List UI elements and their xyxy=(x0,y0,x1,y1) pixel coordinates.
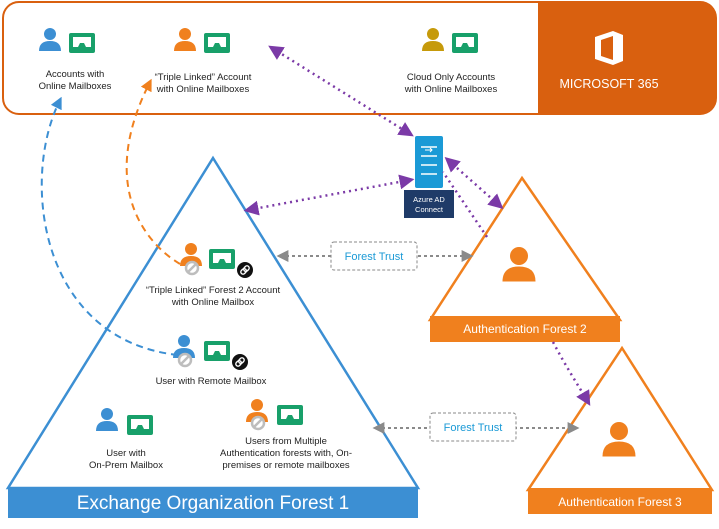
accounts-online-label-2: Online Mailboxes xyxy=(39,81,112,92)
mailbox-icon xyxy=(204,33,230,53)
multi-auth-label-3: premises or remote mailboxes xyxy=(222,460,349,471)
forest-trust-1-box xyxy=(330,241,418,271)
server-icon xyxy=(415,136,443,188)
office-logo-icon xyxy=(595,31,623,65)
forest3-azure-sync-arrow xyxy=(551,341,591,406)
auth-forest-2-triangle xyxy=(427,175,623,322)
cloud-only-group: Cloud Only Accounts with Online Mailboxe… xyxy=(404,28,498,95)
mailbox-icon xyxy=(209,249,235,269)
onprem-group: User with On-Prem Mailbox xyxy=(89,408,163,471)
forest-trust-1-label: Forest Trust xyxy=(345,251,404,263)
link-icon xyxy=(231,353,249,371)
triple-linked-forest2-label-1: “Triple Linked” Forest 2 Account xyxy=(146,285,281,296)
accounts-online-group: Accounts with Online Mailboxes xyxy=(39,28,112,92)
triple-linked-sync-arrow xyxy=(125,78,181,265)
remote-mailbox-sync-arrow xyxy=(40,96,179,356)
auth-forest-2-title: Authentication Forest 2 xyxy=(463,322,587,336)
triple-linked-label-2: with Online Mailboxes xyxy=(156,84,250,95)
cloud-only-label-1: Cloud Only Accounts xyxy=(407,72,495,83)
remote-mailbox-label: User with Remote Mailbox xyxy=(156,376,267,387)
exchange-forest-banner xyxy=(8,488,418,518)
onprem-label-2: On-Prem Mailbox xyxy=(89,460,163,471)
blocked-icon xyxy=(177,352,193,368)
multi-auth-label-2: Authentication forests with, On- xyxy=(220,448,352,459)
triple-linked-label-1: “Triple Linked” Account xyxy=(155,72,252,83)
exchange-forest-triangle xyxy=(5,155,421,490)
cloud-only-label-2: with Online Mailboxes xyxy=(404,84,498,95)
m365-title: MICROSOFT 365 xyxy=(559,77,658,91)
azure-label-1: Azure AD xyxy=(413,195,445,204)
mailbox-icon xyxy=(204,341,230,361)
auth-forest-3-banner xyxy=(528,488,712,514)
onprem-label-1: User with xyxy=(106,448,146,459)
forest2-azure-line xyxy=(441,171,489,238)
triple-linked-forest2-label-2: with Online Mailbox xyxy=(171,297,255,308)
forest-trust-2-label: Forest Trust xyxy=(444,422,503,434)
multi-auth-label-1: Users from Multiple xyxy=(245,436,327,447)
exchange-forest-title: Exchange Organization Forest 1 xyxy=(77,493,350,514)
triple-linked-group: “Triple Linked” Account with Online Mail… xyxy=(155,28,252,95)
azure-label-2: Connect xyxy=(415,205,444,214)
mailbox-icon xyxy=(277,405,303,425)
mailbox-icon xyxy=(69,33,95,53)
blocked-icon xyxy=(250,415,266,431)
auth-forest-3-title: Authentication Forest 3 xyxy=(558,495,682,509)
accounts-online-label-1: Accounts with xyxy=(46,69,105,80)
triple-linked-forest2-group: “Triple Linked” Forest 2 Account with On… xyxy=(146,243,281,308)
azure-forest2-sync-arrow xyxy=(444,157,504,209)
multi-auth-group: Users from Multiple Authentication fores… xyxy=(220,399,352,471)
link-icon xyxy=(236,261,254,279)
blocked-icon xyxy=(184,260,200,276)
auth-forest-3-triangle xyxy=(525,345,715,492)
remote-mailbox-group: User with Remote Mailbox xyxy=(156,335,267,387)
m365-brand-panel xyxy=(538,2,716,114)
azure-exchange-sync-arrow xyxy=(243,174,415,216)
mailbox-icon xyxy=(127,415,153,435)
forest-trust-2-box xyxy=(429,412,517,442)
auth-forest-2-banner xyxy=(430,316,620,342)
mailbox-icon xyxy=(452,33,478,53)
